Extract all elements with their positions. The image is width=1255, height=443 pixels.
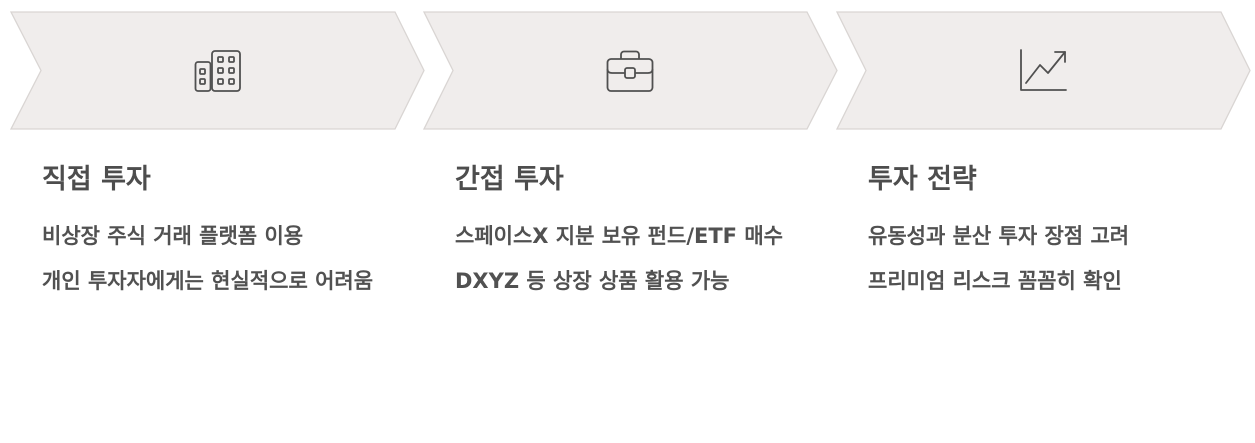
trending-up-chart-icon [1020,49,1067,91]
chevron-shapes [9,11,1251,130]
step-title: 직접 투자 [42,164,151,195]
step-item: 비상장 주식 거래 플랫폼 이용 [42,224,304,248]
step-item: DXYZ 등 상장 상품 활용 가능 [455,269,730,293]
step-column-investment-strategy: 투자 전략 유동성과 분산 투자 장점 고려 프리미엄 리스크 꼼꼼히 확인 [868,160,1238,304]
process-chevron-row [0,0,1255,140]
building-icon [194,50,241,92]
step-item: 개인 투자자에게는 현실적으로 어려움 [42,269,374,293]
step-item: 유동성과 분산 투자 장점 고려 [868,224,1130,248]
step-title: 간접 투자 [455,164,564,195]
briefcase-icon [606,50,654,92]
step-column-indirect-investment: 간접 투자 스페이스X 지분 보유 펀드/ETF 매수 DXYZ 등 상장 상품… [455,160,825,304]
chevron-step-2 [422,11,838,130]
chevron-step-3 [835,11,1251,130]
step-item: 프리미엄 리스크 꼼꼼히 확인 [868,269,1122,293]
step-item: 스페이스X 지분 보유 펀드/ETF 매수 [455,224,783,248]
step-column-direct-investment: 직접 투자 비상장 주식 거래 플랫폼 이용 개인 투자자에게는 현실적으로 어… [42,160,412,304]
step-title: 투자 전략 [868,164,977,195]
